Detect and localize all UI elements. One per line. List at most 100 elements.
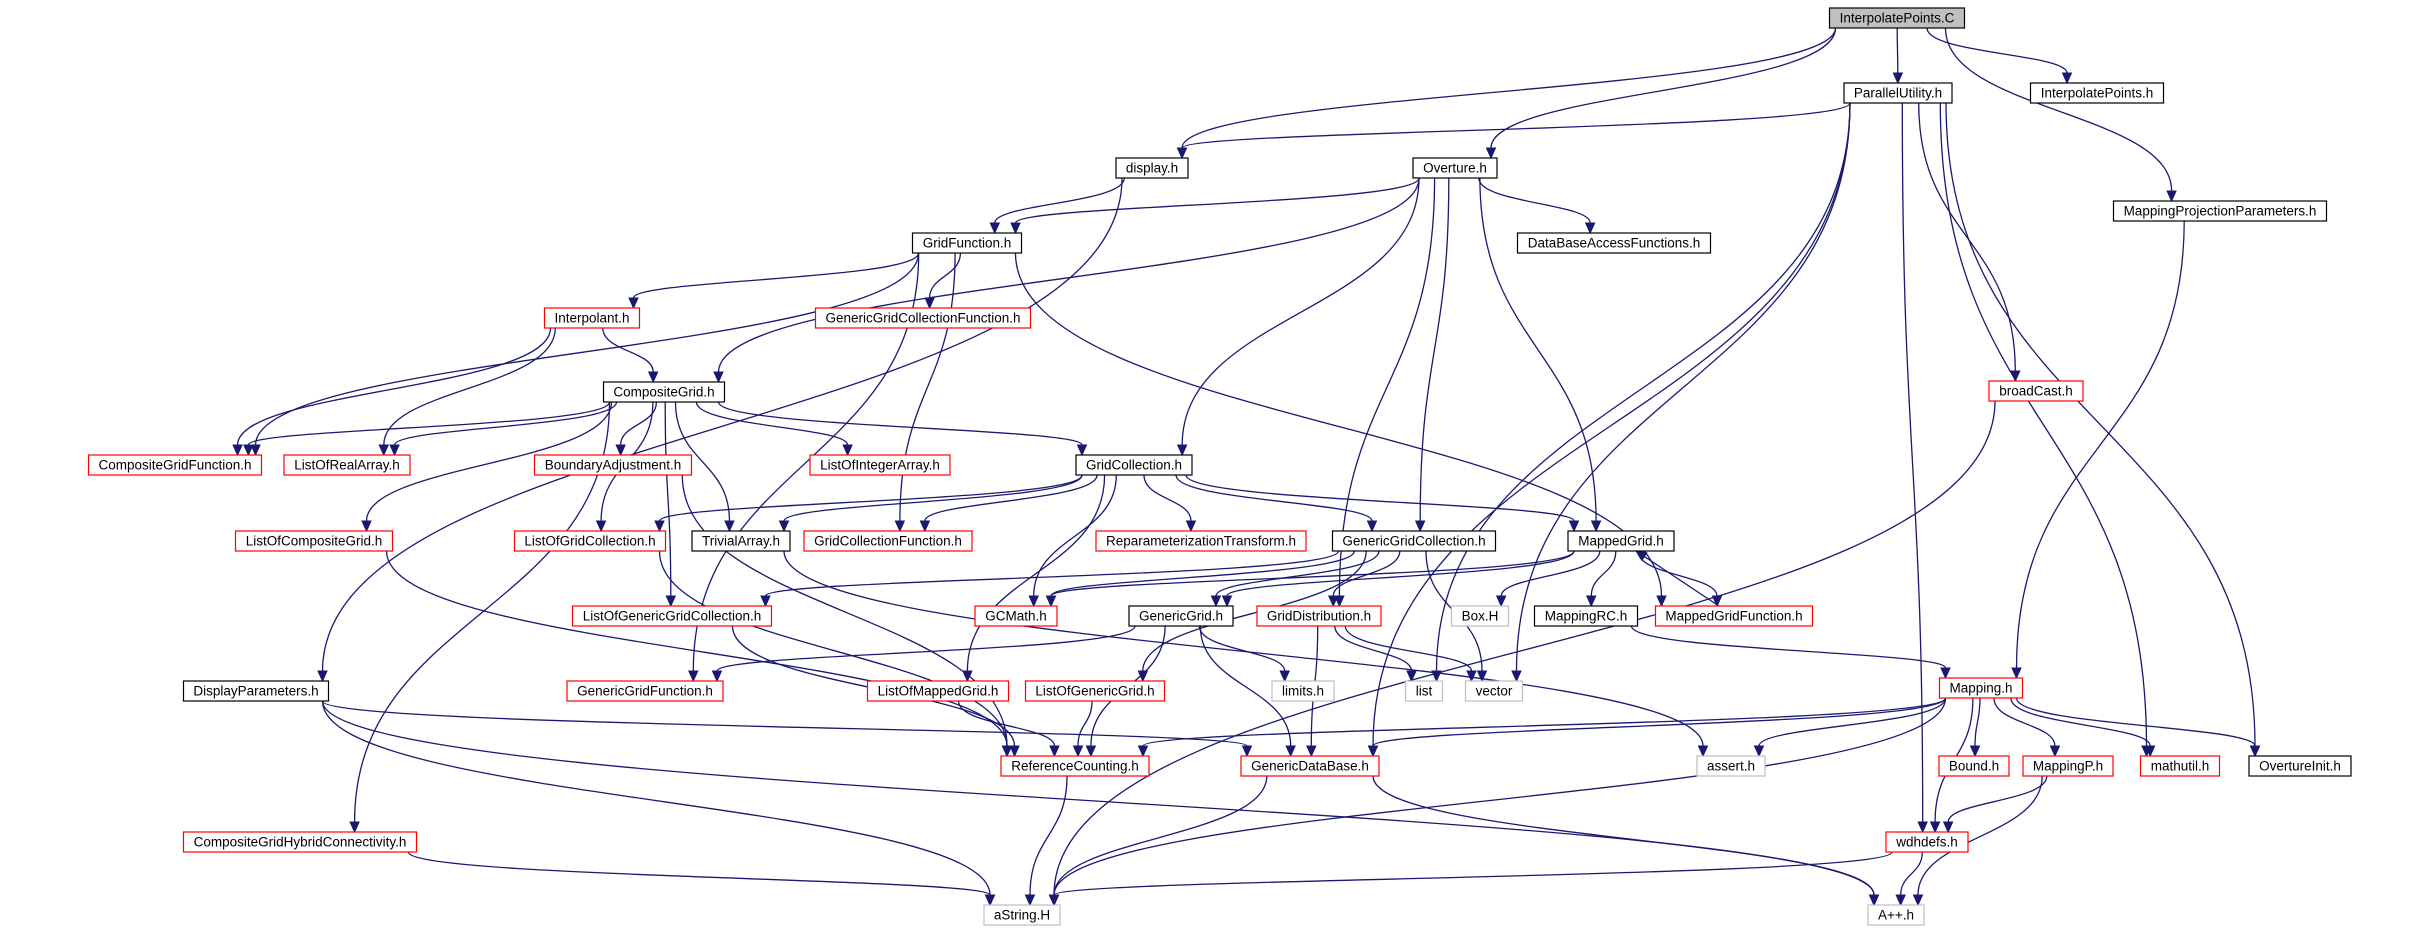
edge-arrowhead xyxy=(1929,821,1941,834)
node-overture-h[interactable]: Overture.h xyxy=(1412,157,1498,179)
node-listofintegerarray-h[interactable]: ListOfIntegerArray.h xyxy=(809,454,951,476)
node-mappedgridfunction-h[interactable]: MappedGridFunction.h xyxy=(1654,605,1814,627)
node-limits-h[interactable]: limits.h xyxy=(1271,680,1335,702)
node-mappingrc-h[interactable]: MappingRC.h xyxy=(1533,605,1639,627)
node-listofgridcollection-h[interactable]: ListOfGridCollection.h xyxy=(513,530,667,552)
node-referencecounting-h[interactable]: ReferenceCounting.h xyxy=(1000,755,1150,777)
node-genericgridcollectionfunction-h[interactable]: GenericGridCollectionFunction.h xyxy=(814,307,1032,329)
edge-arrowhead xyxy=(2249,745,2261,758)
node-listofcompositegrid-h[interactable]: ListOfCompositeGrid.h xyxy=(234,530,394,552)
node-assert-h[interactable]: assert.h xyxy=(1696,755,1766,777)
node-aplusplus-h[interactable]: A++.h xyxy=(1867,904,1925,926)
edge-arrowhead xyxy=(1590,520,1602,533)
node-gridfunction-h[interactable]: GridFunction.h xyxy=(911,232,1023,254)
node-box xyxy=(543,307,641,329)
edge-line xyxy=(1226,550,1575,597)
node-boundaryadjustment-h[interactable]: BoundaryAdjustment.h xyxy=(533,454,693,476)
edge-genericgridcollection_h-to-listofgenericgridcollection_h xyxy=(760,550,1340,608)
node-databaseaccessfunctions-h[interactable]: DataBaseAccessFunctions.h xyxy=(1516,232,1712,254)
edge-compositegrid_h-to-boundaryadjustment_h xyxy=(615,401,658,457)
edge-arrowhead xyxy=(232,444,243,457)
edge-gridcollection_h-to-mappedgrid_h xyxy=(1185,474,1580,533)
edge-arrowhead xyxy=(243,444,254,457)
edge-interpolatepoints_c-to-mappingprojectionparameters_h xyxy=(1944,27,2177,203)
node-box xyxy=(1240,755,1380,777)
node-listofgenericgrid-h[interactable]: ListOfGenericGrid.h xyxy=(1024,680,1166,702)
node-label: ListOfRealArray.h xyxy=(294,458,400,473)
edge-line xyxy=(1181,102,1851,149)
node-listofrealarray-h[interactable]: ListOfRealArray.h xyxy=(283,454,411,476)
edge-arrowhead xyxy=(361,520,372,533)
node-parallelutility-h[interactable]: ParallelUtility.h xyxy=(1843,82,1953,104)
node-box-h[interactable]: Box.H xyxy=(1450,605,1510,627)
node-compositegrid-h[interactable]: CompositeGrid.h xyxy=(602,381,726,403)
node-broadcast-h[interactable]: broadCast.h xyxy=(1988,380,2084,402)
node-box xyxy=(1885,831,1969,853)
node-label: InterpolatePoints.h xyxy=(2041,86,2154,101)
edge-genericgrid_h-to-limits_h xyxy=(1198,625,1290,683)
edge-arrowhead xyxy=(1635,550,1648,562)
node-box xyxy=(2248,755,2352,777)
node-label: CompositeGridHybridConnectivity.h xyxy=(194,835,407,850)
node-box xyxy=(87,454,263,476)
node-listofgenericgridcollection-h[interactable]: ListOfGenericGridCollection.h xyxy=(571,605,773,627)
node-box xyxy=(182,831,418,853)
node-genericdatabase-h[interactable]: GenericDataBase.h xyxy=(1240,755,1380,777)
node-label: mathutil.h xyxy=(2151,759,2210,774)
node-astring-h[interactable]: aString.H xyxy=(983,904,1061,926)
node-griddistribution-h[interactable]: GridDistribution.h xyxy=(1256,605,1382,627)
node-compositegridfunction-h[interactable]: CompositeGridFunction.h xyxy=(87,454,263,476)
node-bound-h[interactable]: Bound.h xyxy=(1938,755,2010,777)
node-overtureinit-h[interactable]: OvertureInit.h xyxy=(2248,755,2352,777)
edge-line xyxy=(236,327,552,446)
node-trivialarray-h[interactable]: TrivialArray.h xyxy=(691,530,791,552)
edge-line xyxy=(602,327,654,373)
edge-arrowhead xyxy=(1711,595,1723,608)
node-mathutil-h[interactable]: mathutil.h xyxy=(2139,755,2221,777)
edge-line xyxy=(1142,697,1947,747)
edge-arrowhead xyxy=(1185,520,1197,533)
node-wdhdefs-h[interactable]: wdhdefs.h xyxy=(1885,831,1969,853)
node-interpolatepoints-c[interactable]: InterpolatePoints.C xyxy=(1828,7,1966,29)
edge-arrowhead xyxy=(1285,745,1296,758)
node-mapping-h[interactable]: Mapping.h xyxy=(1938,677,2024,699)
node-genericgridfunction-h[interactable]: GenericGridFunction.h xyxy=(566,680,724,702)
node-gcmath-h[interactable]: GCMath.h xyxy=(974,605,1058,627)
node-reparameterizationtransform-h[interactable]: ReparameterizationTransform.h xyxy=(1095,530,1307,552)
edge-overture_h-to-gridfunction_h xyxy=(1010,177,1420,235)
node-vector[interactable]: vector xyxy=(1464,680,1524,702)
node-label: ListOfGenericGridCollection.h xyxy=(583,609,762,624)
node-mappedgrid-h[interactable]: MappedGrid.h xyxy=(1567,530,1675,552)
node-compositegridhybridconnectivity-h[interactable]: CompositeGridHybridConnectivity.h xyxy=(182,831,418,853)
node-label: MappingRC.h xyxy=(1545,609,1628,624)
edge-overture_h-to-compositegrid_h xyxy=(713,177,1420,384)
node-interpolatepoints-h[interactable]: InterpolatePoints.h xyxy=(2029,82,2165,104)
node-label: assert.h xyxy=(1707,759,1755,774)
edge-line xyxy=(1215,550,1380,597)
node-interpolant-h[interactable]: Interpolant.h xyxy=(543,307,641,329)
node-box xyxy=(974,605,1058,627)
node-genericgrid-h[interactable]: GenericGrid.h xyxy=(1128,605,1234,627)
edge-arrowhead xyxy=(1406,670,1417,683)
node-mappingprojectionparameters-h[interactable]: MappingProjectionParameters.h xyxy=(2112,200,2328,222)
edge-arrowhead xyxy=(595,520,607,533)
node-gridcollectionfunction-h[interactable]: GridCollectionFunction.h xyxy=(803,530,973,552)
edge-line xyxy=(783,474,1083,522)
edge-genericgridcollection_h-to-genericgrid_h xyxy=(1210,550,1380,608)
node-gridcollection-h[interactable]: GridCollection.h xyxy=(1075,454,1193,476)
node-box xyxy=(1115,157,1189,179)
edge-line xyxy=(1181,27,1837,149)
node-genericgridcollection-h[interactable]: GenericGridCollection.h xyxy=(1331,530,1497,552)
edge-arrowhead xyxy=(1868,894,1880,907)
node-displayparameters-h[interactable]: DisplayParameters.h xyxy=(182,680,330,702)
edge-interpolatepoints_c-to-interpolatepoints_h xyxy=(1926,27,2073,85)
node-mappingp-h[interactable]: MappingP.h xyxy=(2022,755,2114,777)
node-list[interactable]: list xyxy=(1404,680,1444,702)
edge-line xyxy=(1947,775,2048,823)
edge-arrowhead xyxy=(1940,667,1951,680)
node-listofmappedgrid-h[interactable]: ListOfMappedGrid.h xyxy=(866,680,1010,702)
node-label: ListOfGenericGrid.h xyxy=(1035,684,1154,699)
node-display-h[interactable]: display.h xyxy=(1115,157,1189,179)
edge-line xyxy=(321,177,1123,672)
edge-arrowhead xyxy=(688,670,699,683)
